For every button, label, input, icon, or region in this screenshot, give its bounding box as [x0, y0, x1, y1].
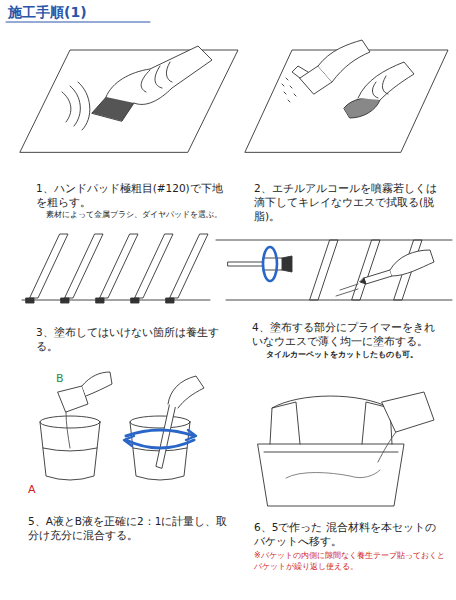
step-note: ※バケットの内側に隙間なく養生テープ貼っておくとバケットが繰り返し使える。	[254, 551, 446, 573]
step-text: 5、A液とB液を正確に2：1に計量し、取分け充分に混合する。	[28, 514, 234, 542]
step-text: 2、エチルアルコールを噴霧若しくは滴下してキレイなウエスで拭取る(脱脂)。	[254, 181, 444, 224]
step-text: 3、塗布してはいけない箇所は養生する。	[36, 325, 224, 353]
step-text: 6、5で作った 混合材料を本セットのバケットへ移す。	[254, 520, 446, 548]
step-note: タイルカーペットをカットしたものも可。	[266, 350, 446, 361]
step-text: 4、塗布する部分にプライマーをきれいなウエスで薄く均一に塗布する。	[252, 320, 444, 348]
step-note: 素材によって金属ブラシ、ダイヤパッドを選ぶ。	[46, 210, 226, 221]
step-text: 1、ハンドパッド極粗目(#120)で下地を粗らす。	[36, 181, 224, 209]
liquid-label: A	[28, 483, 36, 498]
page-title: 施工手順(1)	[8, 3, 87, 22]
liquid-label: B	[56, 372, 64, 387]
